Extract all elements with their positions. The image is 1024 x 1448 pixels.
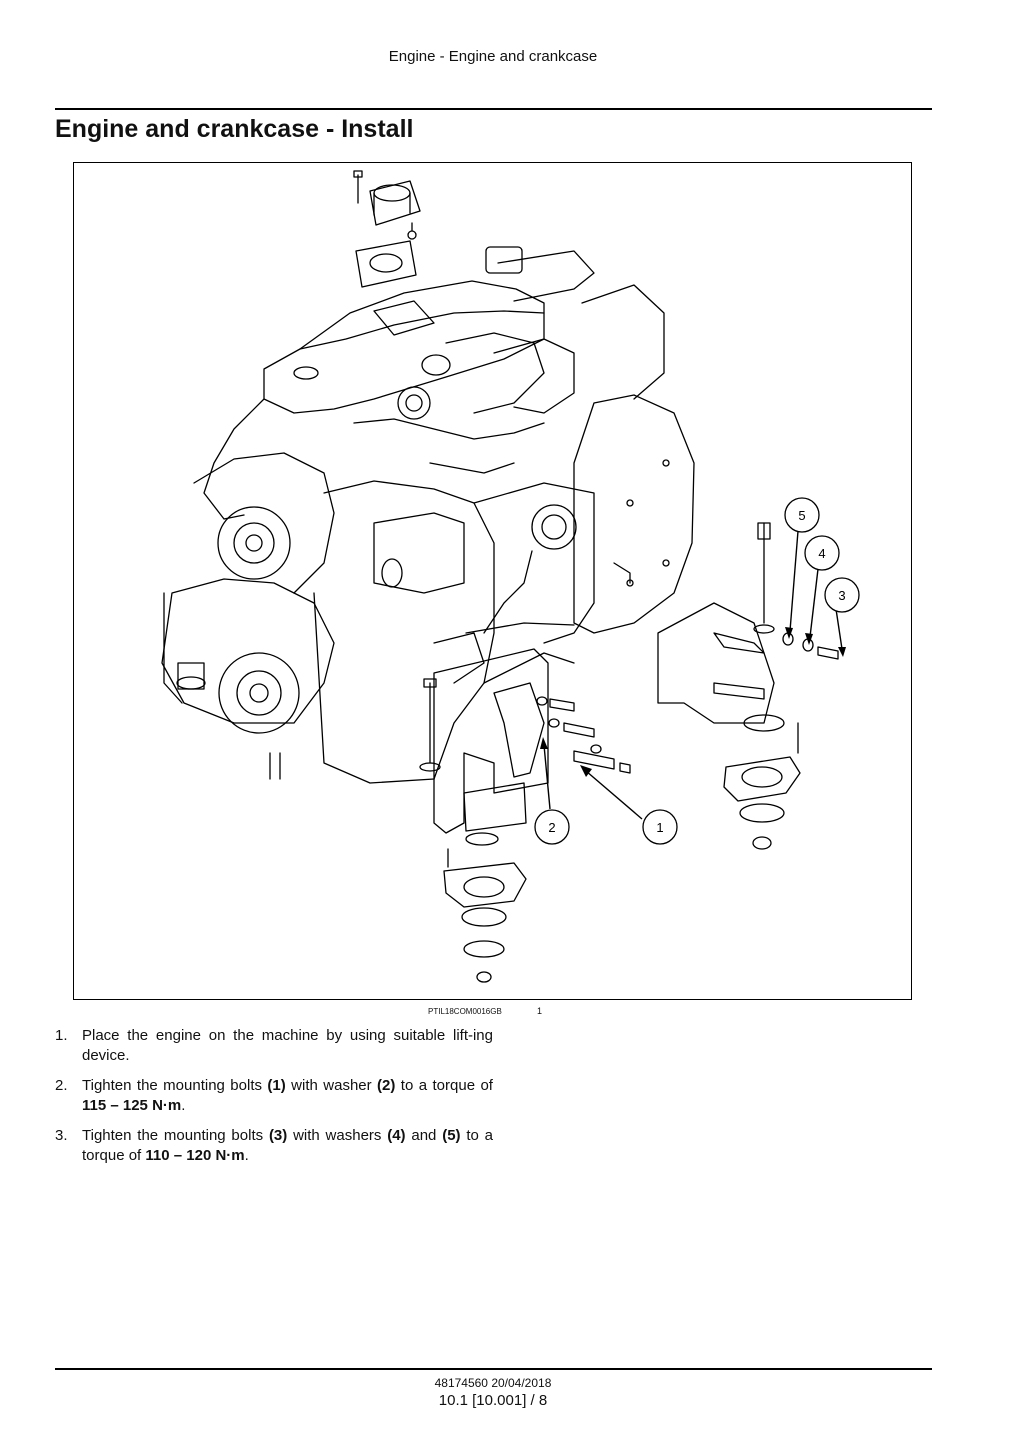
engine-line-drawing: 1 2 3 4 5 [161, 170, 860, 983]
engine-installation-figure: 1 2 3 4 5 [73, 162, 912, 1000]
callout-4: 4 [804, 535, 840, 645]
step-text: with washer [285, 1077, 378, 1094]
step-emphasis: (2) [377, 1077, 396, 1094]
step-emphasis: (3) [268, 1127, 288, 1144]
page-title: Engine and crankcase - Install [55, 115, 414, 143]
engine-top-drawing [203, 246, 665, 520]
step-text: to a torque of [395, 1077, 493, 1094]
step-text: with washers [287, 1127, 388, 1144]
step-text: and [405, 1127, 443, 1144]
step-emphasis: (1) [267, 1077, 286, 1094]
step-text: Tighten the mounting bolts [82, 1077, 268, 1094]
callout-1: 1 [580, 765, 678, 845]
step-emphasis: 115 – 125 N·m [82, 1097, 182, 1114]
callout-2-label: 2 [548, 820, 555, 835]
instruction-step: 3. Tighten the mounting bolts (3) with wa… [55, 1126, 493, 1166]
right-mounting-bracket-drawing [657, 522, 801, 850]
callout-2: 2 [534, 737, 570, 845]
left-mounting-bracket-drawing [419, 648, 549, 834]
instruction-steps: 1. Place the engine on the machine by usi… [55, 1026, 493, 1176]
step-number: 1. [55, 1027, 68, 1044]
footer-divider [55, 1368, 932, 1370]
callout-1-label: 1 [656, 820, 663, 835]
engine-front-drawing [161, 452, 435, 784]
instruction-step: 2. Tighten the mounting bolts (1) with wa… [55, 1076, 493, 1116]
figure-caption-code: PTIL18COM0016GB [428, 1007, 502, 1016]
callout-3-label: 3 [838, 588, 845, 603]
left-bolts-drawing [536, 696, 631, 774]
step-text: . [244, 1147, 249, 1164]
step-emphasis: (5) [442, 1127, 461, 1144]
figure-number: 1 [537, 1006, 543, 1016]
step-text: Place the engine on the machine by using… [82, 1027, 493, 1064]
step-emphasis: 110 – 120 N·m [145, 1147, 245, 1164]
running-header: Engine - Engine and crankcase [388, 48, 598, 65]
left-isolator-mount-drawing [443, 782, 527, 983]
instruction-step: 1. Place the engine on the machine by usi… [55, 1026, 493, 1066]
callout-5: 5 [784, 497, 820, 639]
step-number: 3. [55, 1127, 68, 1144]
flywheel-housing-drawing [573, 394, 695, 634]
step-text: Tighten the mounting bolts [82, 1127, 269, 1144]
step-emphasis: (4) [387, 1127, 406, 1144]
step-text: . [181, 1097, 186, 1114]
callout-3: 3 [824, 577, 860, 657]
step-number: 2. [55, 1077, 68, 1094]
page-reference: 10.1 [10.001] / 8 [438, 1392, 548, 1409]
callout-5-label: 5 [798, 508, 805, 523]
step-text: to a torque of [82, 1127, 494, 1164]
header-divider [55, 108, 932, 110]
engine-block-drawing [323, 480, 595, 780]
exhaust-outlet-drawing [353, 170, 421, 288]
document-code-date: 48174560 20/04/2018 [434, 1376, 552, 1390]
callout-4-label: 4 [818, 546, 825, 561]
